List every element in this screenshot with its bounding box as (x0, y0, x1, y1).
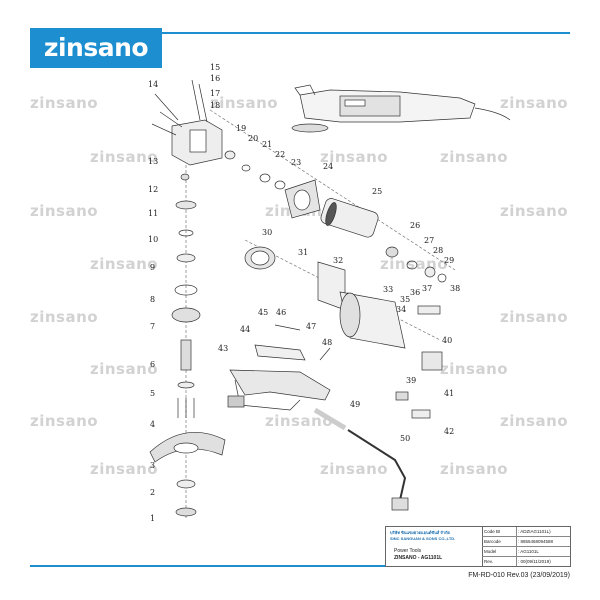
title-block-row: Rev. : 00(09/11/2019) (482, 557, 570, 566)
part-number: 30 (262, 228, 273, 237)
part-number: 41 (444, 389, 455, 398)
part-number: 31 (298, 248, 309, 257)
part-number: 21 (262, 140, 273, 149)
row-value: : 8855468094588 (518, 539, 554, 544)
part-number: 33 (383, 285, 394, 294)
document-footer-code: FM-RD-010 Rev.03 (23/09/2019) (468, 572, 570, 579)
part-number: 27 (424, 236, 435, 245)
part-number: 7 (150, 322, 156, 331)
part-number: 6 (150, 360, 156, 369)
row-key: Rev. (484, 559, 493, 564)
watermark: zinsano (265, 412, 334, 430)
part-number: 47 (306, 322, 317, 331)
part-number: 12 (148, 185, 159, 194)
brand-logo-text: zinsano (43, 33, 149, 62)
part-number: 25 (372, 187, 383, 196)
part-number: 10 (148, 235, 159, 244)
product-name: ZINSANO - AG1101L (394, 555, 443, 561)
part-number: 39 (406, 376, 417, 385)
part-number: 24 (323, 162, 334, 171)
watermark: zinsano (90, 255, 159, 273)
part-number: 18 (210, 101, 221, 110)
footer-rule (30, 565, 570, 567)
row-key: Model (484, 549, 497, 554)
part-number: 13 (148, 157, 159, 166)
watermark: zinsano (210, 94, 279, 112)
part-number: 43 (218, 344, 229, 353)
part-number: 15 (210, 63, 221, 72)
watermark: zinsano (30, 94, 99, 112)
part-number: 44 (240, 325, 251, 334)
part-number: 2 (150, 488, 156, 497)
part-number: 8 (150, 295, 156, 304)
title-block-row: Code BI : ADZIAG1101L) (482, 527, 570, 537)
watermark: zinsano (500, 202, 569, 220)
watermark: zinsano (500, 308, 569, 326)
watermark: zinsano (440, 360, 509, 378)
watermark: zinsano (500, 412, 569, 430)
part-number: 49 (350, 400, 361, 409)
part-number: 42 (444, 427, 455, 436)
part-number: 26 (410, 221, 421, 230)
part-number: 11 (148, 209, 159, 218)
part-number: 3 (150, 461, 156, 470)
watermark: zinsano (500, 94, 569, 112)
row-value: : AG1101L (518, 549, 539, 554)
row-value: : 00(09/11/2019) (518, 559, 551, 564)
part-number: 38 (450, 284, 461, 293)
part-number: 48 (322, 338, 333, 347)
part-number: 23 (291, 158, 302, 167)
watermark: zinsano (90, 460, 159, 478)
part-number: 16 (210, 74, 221, 83)
part-number: 37 (422, 284, 433, 293)
row-value: : ADZIAG1101L) (518, 529, 551, 534)
company-name-th: บริษัท ซินแซงฮวดแอนด์ซันส์ จำกัด (390, 530, 450, 535)
watermark: zinsano (90, 360, 159, 378)
watermark: zinsano (30, 412, 99, 430)
watermark: zinsano (320, 460, 389, 478)
part-number: 40 (442, 336, 453, 345)
watermark: zinsano (440, 460, 509, 478)
part-number: 29 (444, 256, 455, 265)
product-category: Power Tools (394, 548, 422, 554)
part-number: 50 (400, 434, 411, 443)
part-number: 1 (150, 514, 156, 523)
watermark: zinsano (30, 308, 99, 326)
part-number: 14 (148, 80, 159, 89)
part-number: 5 (150, 389, 156, 398)
company-name-en: SINC SANGUAN & SONS CO.,LTD. (390, 536, 456, 541)
row-key: Code BI (484, 529, 501, 534)
part-number: 46 (276, 308, 287, 317)
watermark: zinsano (90, 148, 159, 166)
title-block-row: Barcode : 8855468094588 (482, 537, 570, 547)
part-number: 22 (275, 150, 286, 159)
header-rule (162, 32, 570, 34)
row-key: Barcode (484, 539, 501, 544)
title-block-company-panel: บริษัท ซินแซงฮวดแอนด์ซันส์ จำกัด SINC SA… (386, 527, 483, 566)
part-number: 19 (236, 124, 247, 133)
part-number: 45 (258, 308, 269, 317)
part-number: 17 (210, 89, 221, 98)
part-number: 36 (410, 288, 421, 297)
part-number: 35 (400, 295, 411, 304)
brand-logo: zinsano (30, 28, 162, 68)
watermark: zinsano (440, 148, 509, 166)
part-number: 20 (248, 134, 259, 143)
part-number: 34 (396, 305, 407, 314)
part-number: 32 (333, 256, 344, 265)
part-number: 28 (433, 246, 444, 255)
title-block-row: Model : AG1101L (482, 547, 570, 557)
part-number: 9 (150, 263, 156, 272)
watermark: zinsano (320, 148, 389, 166)
title-block: บริษัท ซินแซงฮวดแอนด์ซันส์ จำกัด SINC SA… (385, 526, 571, 567)
watermark: zinsano (30, 202, 99, 220)
part-number: 4 (150, 420, 156, 429)
